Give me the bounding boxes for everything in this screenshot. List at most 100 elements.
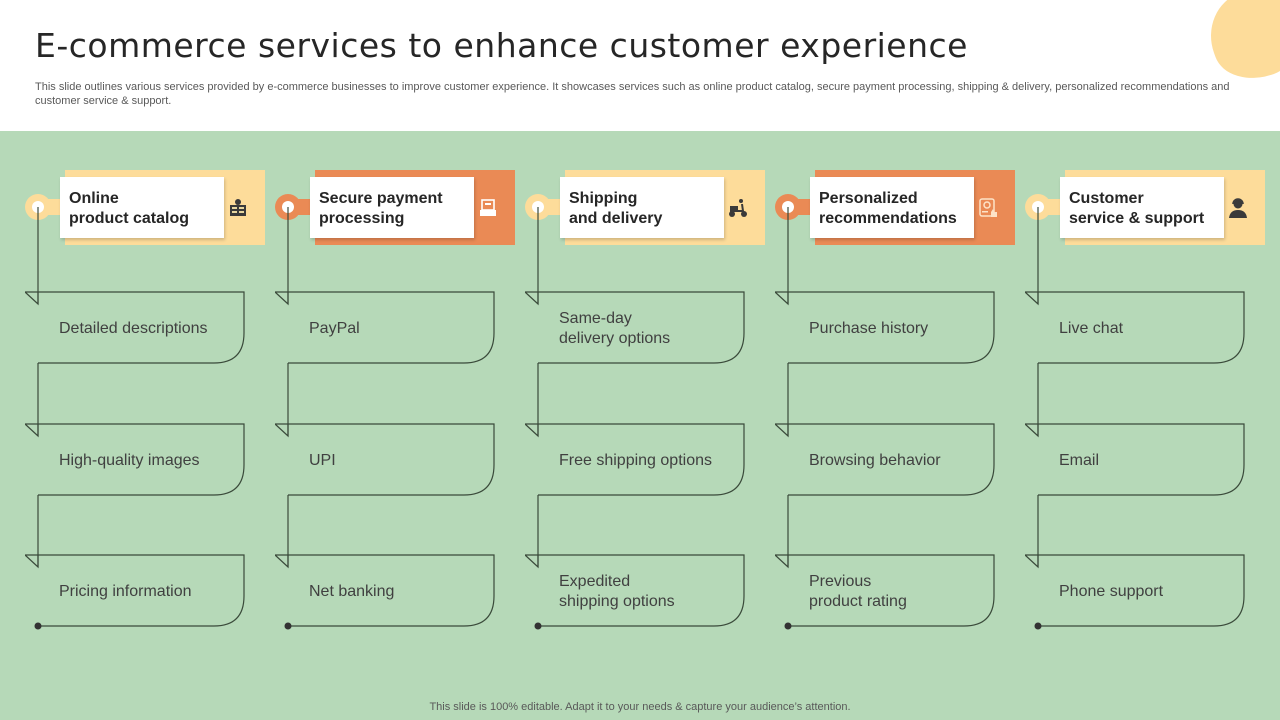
item-box-outline: [275, 291, 495, 364]
service-item-line2: product rating: [809, 593, 907, 610]
service-item: Free shipping options: [559, 451, 749, 471]
flow-connector: [25, 207, 245, 630]
item-box-outline: [525, 291, 745, 364]
arrow-notch: [1025, 423, 1039, 438]
service-item: PayPal: [309, 319, 499, 339]
service-item-line1: Purchase history: [809, 320, 929, 337]
service-item-line1: Free shipping options: [559, 452, 712, 469]
item-box-outline: [775, 291, 995, 364]
service-item-line1: Previous: [809, 573, 872, 590]
slide-title: E-commerce services to enhance customer …: [35, 26, 968, 65]
arrow-notch: [25, 554, 39, 569]
service-title-line1: Online: [69, 190, 119, 207]
item-box-outline: [1025, 554, 1245, 627]
service-title-line1: Personalized: [819, 190, 918, 207]
item-box-outline: [25, 291, 245, 364]
service-title-line2: and delivery: [569, 210, 663, 227]
service-item: High-quality images: [59, 451, 249, 471]
item-box-outline: [525, 423, 745, 496]
service-title-card: Personalized recommendations: [810, 177, 974, 238]
flow-connector: [275, 207, 495, 630]
service-column: Personalized recommendations Purchase hi…: [775, 131, 1025, 651]
item-box-outline: [525, 554, 745, 627]
item-box-outline: [775, 554, 995, 627]
catalog-icon: [227, 197, 249, 219]
service-item-line2: shipping options: [559, 593, 675, 610]
service-title-card: Secure payment processing: [310, 177, 474, 238]
payment-terminal-icon: [477, 197, 499, 219]
service-item: Purchase history: [809, 319, 999, 339]
service-item-line1: Same-day: [559, 310, 632, 327]
service-title-card: Shipping and delivery: [560, 177, 724, 238]
item-box-outline: [1025, 423, 1245, 496]
service-item: Detailed descriptions: [59, 319, 249, 339]
service-item-line1: Net banking: [309, 583, 395, 600]
service-item-line1: Expedited: [559, 573, 631, 590]
service-title-card: Online product catalog: [60, 177, 224, 238]
arrow-notch: [525, 554, 539, 569]
service-column: Shipping and delivery Same-day delivery o…: [525, 131, 775, 651]
arrow-notch: [275, 423, 289, 438]
item-box-outline: [775, 423, 995, 496]
arrow-notch: [275, 291, 289, 306]
arrow-notch: [275, 554, 289, 569]
service-item: Pricing information: [59, 582, 249, 602]
item-box-outline: [275, 554, 495, 627]
service-item-line1: UPI: [309, 452, 336, 469]
slide-header: E-commerce services to enhance customer …: [0, 0, 1280, 131]
service-title-card: Customer service & support: [1060, 177, 1224, 238]
end-dot: [534, 622, 542, 630]
item-box-outline: [25, 423, 245, 496]
service-item: UPI: [309, 451, 499, 471]
end-dot: [34, 622, 42, 630]
decorative-blob: [1197, 0, 1280, 91]
service-item: Previous product rating: [809, 572, 999, 612]
service-item: Same-day delivery options: [559, 309, 749, 349]
arrow-notch: [775, 554, 789, 569]
service-item-line1: Live chat: [1059, 320, 1124, 337]
service-item-line1: Detailed descriptions: [59, 320, 208, 337]
service-item: Browsing behavior: [809, 451, 999, 471]
service-item: Expedited shipping options: [559, 572, 749, 612]
arrow-notch: [1025, 291, 1039, 306]
flow-connector: [775, 207, 995, 630]
arrow-notch: [1025, 554, 1039, 569]
service-item: Phone support: [1059, 582, 1249, 602]
item-box-outline: [25, 554, 245, 627]
slide-subtitle: This slide outlines various services pro…: [35, 81, 1230, 107]
end-dot: [784, 622, 792, 630]
service-item: Email: [1059, 451, 1249, 471]
service-item: Live chat: [1059, 319, 1249, 339]
service-item-line1: PayPal: [309, 320, 360, 337]
service-item-line1: Email: [1059, 452, 1100, 469]
service-item-line2: delivery options: [559, 330, 671, 347]
arrow-notch: [25, 291, 39, 306]
arrow-notch: [775, 423, 789, 438]
flow-connector: [1025, 207, 1245, 630]
flow-connector: [525, 207, 745, 630]
end-dot: [1034, 622, 1042, 630]
service-title-line2: product catalog: [69, 210, 190, 227]
item-box-outline: [275, 423, 495, 496]
arrow-notch: [775, 291, 789, 306]
arrow-notch: [525, 423, 539, 438]
arrow-notch: [25, 423, 39, 438]
service-item-line1: Phone support: [1059, 583, 1164, 600]
service-title-line1: Customer: [1069, 190, 1144, 207]
service-title-line2: service & support: [1069, 210, 1205, 227]
service-item-line1: High-quality images: [59, 452, 200, 469]
diagram-area: Online product catalog Detailed descript…: [0, 131, 1280, 720]
service-item: Net banking: [309, 582, 499, 602]
footer-note: This slide is 100% editable. Adapt it to…: [429, 701, 851, 713]
service-title-line2: processing: [319, 210, 405, 227]
service-item-line1: Browsing behavior: [809, 452, 941, 469]
delivery-scooter-icon: [727, 197, 749, 219]
service-title-line1: Shipping: [569, 190, 638, 207]
service-column: Online product catalog Detailed descript…: [25, 131, 275, 651]
support-agent-icon: [1227, 197, 1249, 219]
end-dot: [284, 622, 292, 630]
user-recommendation-icon: [977, 197, 999, 219]
service-title-line2: recommendations: [819, 210, 957, 227]
